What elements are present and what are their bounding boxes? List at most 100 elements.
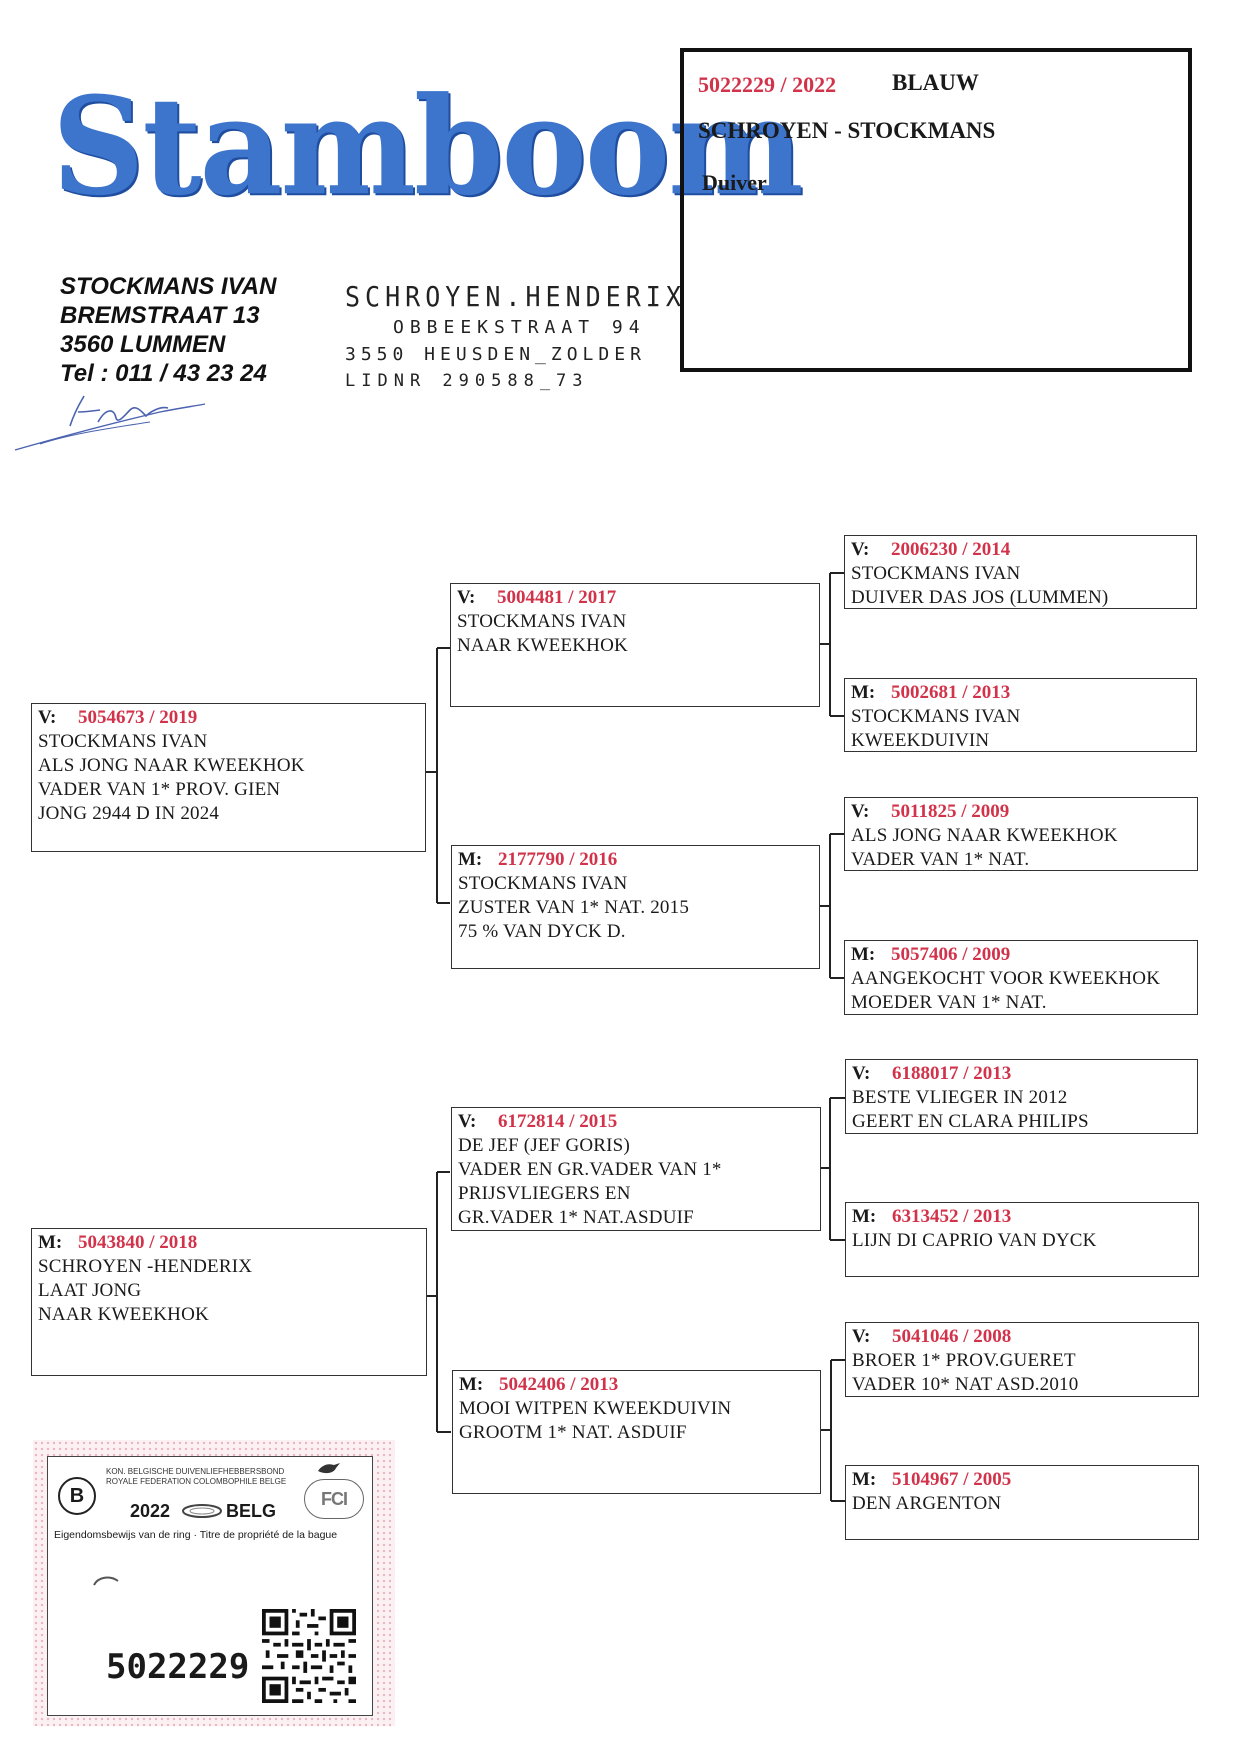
info-line: VADER EN GR.VADER VAN 1* xyxy=(458,1159,722,1180)
info-line: DEN ARGENTON xyxy=(852,1493,1002,1514)
pedigree-box-dam: M:5043840 / 2018 SCHROYEN -HENDERIX LAAT… xyxy=(31,1228,427,1376)
info-line: MOEDER VAN 1* NAT. xyxy=(851,992,1047,1013)
bird-ring-number: 5022229 / 2022 xyxy=(698,72,837,97)
info-line: ZUSTER VAN 1* NAT. 2015 xyxy=(458,897,690,918)
ring-number: 2006230 / 2014 xyxy=(891,539,1011,560)
owner-phone: Tel : 011 / 43 23 24 xyxy=(60,360,267,387)
sex-label: M: xyxy=(38,1232,63,1253)
pedigree-box-sire-dam: M: 2177790 / 2016 STOCKMANS IVAN ZUSTER V… xyxy=(451,845,820,969)
ring-number: 2177790 / 2016 xyxy=(498,849,618,870)
bird-breeder: SCHROYEN - STOCKMANS xyxy=(698,118,996,143)
info-line: NAAR KWEEKHOK xyxy=(38,1304,209,1325)
sex-label: M: xyxy=(458,849,483,870)
stamp-street: OBBEEKSTRAAT 94 xyxy=(393,317,646,338)
ring-number: 5002681 / 2013 xyxy=(891,682,1011,703)
ring-number: 5054673 / 2019 xyxy=(78,707,198,728)
sex-label: V: xyxy=(852,1063,871,1084)
stamp-name: SCHROYEN.HENDERIX xyxy=(345,280,686,313)
sex-label: V: xyxy=(852,1326,871,1347)
ring-number: 5104967 / 2005 xyxy=(892,1469,1012,1490)
pedigree-box-ddd: M: 5104967 / 2005 DEN ARGENTON xyxy=(845,1465,1199,1540)
pedigree-box-dam-sire: V: 6172814 / 2015 DE JEF (JEF GORIS) VADE… xyxy=(451,1107,821,1231)
ring-number-large: 5022229 xyxy=(106,1647,250,1687)
sex-label: M: xyxy=(851,944,876,965)
pedigree-box-ssd: M: 5002681 / 2013 STOCKMANS IVAN KWEEKDUI… xyxy=(844,678,1197,752)
info-line: LIJN DI CAPRIO VAN DYCK xyxy=(852,1230,1097,1251)
info-line: NAAR KWEEKHOK xyxy=(457,635,628,656)
kbdb-logo: B xyxy=(58,1477,96,1515)
scan-mark-icon xyxy=(93,1576,119,1586)
ring-number: 5042406 / 2013 xyxy=(499,1374,619,1395)
ring-year: 2022 xyxy=(130,1501,171,1521)
sex-label: M: xyxy=(459,1374,484,1395)
info-line: 75 % VAN DYCK D. xyxy=(458,921,626,942)
ring-number: 5041046 / 2008 xyxy=(892,1326,1012,1347)
ring-number: 5043840 / 2018 xyxy=(78,1232,198,1253)
info-line: VADER VAN 1* PROV. GIEN xyxy=(38,779,281,800)
pedigree-box-dds: V: 5041046 / 2008 BROER 1* PROV.GUERET VA… xyxy=(845,1322,1199,1397)
ring-country: BELG xyxy=(226,1501,277,1521)
ring-icon xyxy=(182,1504,222,1518)
bird-sex: Duiver xyxy=(702,170,767,195)
ring-number: 5057406 / 2009 xyxy=(891,944,1011,965)
info-line: STOCKMANS IVAN xyxy=(458,873,628,894)
info-line: BROER 1* PROV.GUERET xyxy=(852,1350,1076,1371)
info-line: GR.VADER 1* NAT.ASDUIF xyxy=(458,1207,694,1228)
fci-logo: FCI xyxy=(304,1479,364,1519)
breeder-stamp: SCHROYEN.HENDERIX OBBEEKSTRAAT 94 3550 H… xyxy=(345,280,686,391)
org-name-nl: KON. BELGISCHE DUIVENLIEFHEBBERSBOND xyxy=(106,1467,285,1476)
owner-address: STOCKMANS IVAN BREMSTRAAT 13 3560 LUMMEN… xyxy=(60,272,276,388)
info-line: ALS JONG NAAR KWEEKHOK xyxy=(38,755,305,776)
info-line: KWEEKDUIVIN xyxy=(851,730,990,751)
ring-number: 5004481 / 2017 xyxy=(497,587,617,608)
ring-ownership-card: B KON. BELGISCHE DUIVENLIEFHEBBERSBOND R… xyxy=(47,1456,373,1716)
info-line: STOCKMANS IVAN xyxy=(457,611,627,632)
info-line: DUIVER DAS JOS (LUMMEN) xyxy=(851,587,1109,608)
info-line: STOCKMANS IVAN xyxy=(851,563,1021,584)
ring-number: 6188017 / 2013 xyxy=(892,1063,1012,1084)
pedigree-box-dam-dam: M: 5042406 / 2013 MOOI WITPEN KWEEKDUIVIN… xyxy=(452,1370,821,1494)
sex-label: V: xyxy=(851,801,870,822)
info-line: VADER VAN 1* NAT. xyxy=(851,849,1030,870)
sex-label: M: xyxy=(852,1469,877,1490)
info-line: JONG 2944 D IN 2024 xyxy=(38,803,220,824)
ring-number: 6313452 / 2013 xyxy=(892,1206,1012,1227)
info-line: AANGEKOCHT VOOR KWEEKHOK xyxy=(851,968,1161,989)
ring-number: 6172814 / 2015 xyxy=(498,1111,618,1132)
stamp-city: 3550 HEUSDEN_ZOLDER xyxy=(345,344,646,365)
pedigree-box-dsd: M: 6313452 / 2013 LIJN DI CAPRIO VAN DYCK xyxy=(845,1202,1199,1277)
info-line: PRIJSVLIEGERS EN xyxy=(458,1183,631,1204)
ring-number: 5011825 / 2009 xyxy=(891,801,1010,822)
sex-label: V: xyxy=(851,539,870,560)
info-line: GEERT EN CLARA PHILIPS xyxy=(852,1111,1089,1132)
bird-color: BLAUW xyxy=(892,70,979,95)
info-line: GROOTM 1* NAT. ASDUIF xyxy=(459,1422,687,1443)
info-line: MOOI WITPEN KWEEKDUIVIN xyxy=(459,1398,732,1419)
pigeon-icon xyxy=(318,1463,340,1474)
info-line: BESTE VLIEGER IN 2012 xyxy=(852,1087,1068,1108)
pedigree-box-sire-sire: V:5004481 / 2017 STOCKMANS IVAN NAAR KWE… xyxy=(450,583,820,707)
info-line: ALS JONG NAAR KWEEKHOK xyxy=(851,825,1118,846)
sex-label: V: xyxy=(458,1111,477,1132)
org-name-fr: ROYALE FEDERATION COLOMBOPHILE BELGE xyxy=(106,1477,287,1486)
qr-code-icon xyxy=(262,1609,356,1703)
info-line: DE JEF (JEF GORIS) xyxy=(458,1135,630,1156)
ring-card-caption: Eigendomsbewijs van de ring · Titre de p… xyxy=(54,1529,338,1541)
info-line: STOCKMANS IVAN xyxy=(38,731,208,752)
info-line: SCHROYEN -HENDERIX xyxy=(38,1256,253,1277)
sex-label: M: xyxy=(851,682,876,703)
owner-city: 3560 LUMMEN xyxy=(60,331,226,358)
info-line: STOCKMANS IVAN xyxy=(851,706,1021,727)
owner-name: STOCKMANS IVAN xyxy=(60,273,277,300)
signature-image xyxy=(14,395,206,451)
sex-label: M: xyxy=(852,1206,877,1227)
bird-header-box: 5022229 / 2022 BLAUW SCHROYEN - STOCKMAN… xyxy=(680,48,1192,372)
pedigree-box-sdd: M: 5057406 / 2009 AANGEKOCHT VOOR KWEEKHO… xyxy=(844,940,1198,1015)
pedigree-box-sire: V: 5054673 / 2019 STOCKMANS IVAN ALS JONG… xyxy=(31,703,426,852)
pedigree-box-dss: V: 6188017 / 2013 BESTE VLIEGER IN 2012 G… xyxy=(845,1059,1198,1134)
owner-street: BREMSTRAAT 13 xyxy=(60,302,260,329)
stamp-member-number: LIDNR 290588_73 xyxy=(345,371,589,391)
info-line: VADER 10* NAT ASD.2010 xyxy=(852,1374,1079,1395)
sex-label: V: xyxy=(38,707,57,728)
